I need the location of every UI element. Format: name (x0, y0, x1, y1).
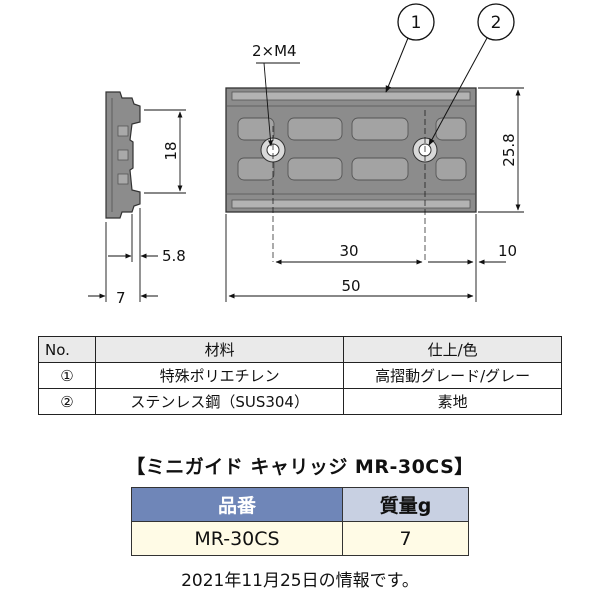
dim-5-8-label: 5.8 (162, 247, 186, 265)
table-row: ② ステンレス鋼（SUS304） 素地 (38, 388, 562, 415)
hole-label: 2×M4 (252, 42, 297, 60)
dim-10-label: 10 (498, 242, 517, 260)
callout-2-label: 2 (491, 13, 502, 33)
hole-callout: 2×M4 (252, 42, 300, 147)
dim-50-label: 50 (341, 277, 360, 295)
dim-30-label: 30 (339, 242, 358, 260)
dim-7-label: 7 (116, 289, 126, 307)
dimension-10: 10 (428, 214, 517, 302)
technical-drawing: 18 5.8 7 (88, 3, 524, 307)
cell-part-no: MR-30CS (131, 521, 343, 556)
cell-no: ① (38, 362, 96, 389)
col-finish: 仕上/色 (343, 336, 562, 363)
dimension-7: 7 (88, 222, 158, 307)
callout-2: 2 (428, 3, 515, 146)
material-table-header: No. 材料 仕上/色 (38, 336, 562, 363)
callout-1: 1 (385, 3, 435, 93)
cell-material: ステンレス鋼（SUS304） (94, 388, 345, 415)
callout-1-label: 1 (411, 13, 422, 33)
col-no: No. (38, 336, 96, 363)
dim-18-label: 18 (162, 141, 180, 160)
product-title: 【ミニガイド キャリッジ MR-30CS】 (126, 456, 474, 478)
col-weight: 質量g (342, 487, 469, 522)
cell-finish: 高摺動グレード/グレー (343, 362, 562, 389)
cell-finish: 素地 (343, 388, 562, 415)
product-table-header: 品番 質量g (131, 487, 469, 522)
footnote: 2021年11月25日の情報です。 (181, 571, 419, 591)
dimension-18: 18 (144, 109, 186, 194)
front-view (225, 87, 477, 262)
col-part-no: 品番 (131, 487, 343, 522)
dimension-25-8: 25.8 (478, 87, 524, 213)
side-view (105, 91, 141, 219)
cell-material: 特殊ポリエチレン (94, 362, 345, 389)
cell-no: ② (38, 388, 96, 415)
dimension-50: 50 (225, 214, 474, 302)
dimension-30: 30 (275, 242, 423, 265)
col-material: 材料 (94, 336, 345, 363)
table-row: ① 特殊ポリエチレン 高摺動グレード/グレー (38, 362, 562, 389)
table-row: MR-30CS 7 (131, 521, 469, 556)
product-table: 品番 質量g MR-30CS 7 (131, 487, 469, 556)
dimension-5-8: 5.8 (108, 208, 186, 265)
material-table: No. 材料 仕上/色 ① 特殊ポリエチレン 高摺動グレード/グレー ② ステン… (38, 336, 562, 415)
dim-25-8-label: 25.8 (500, 133, 518, 166)
cell-weight: 7 (342, 521, 469, 556)
